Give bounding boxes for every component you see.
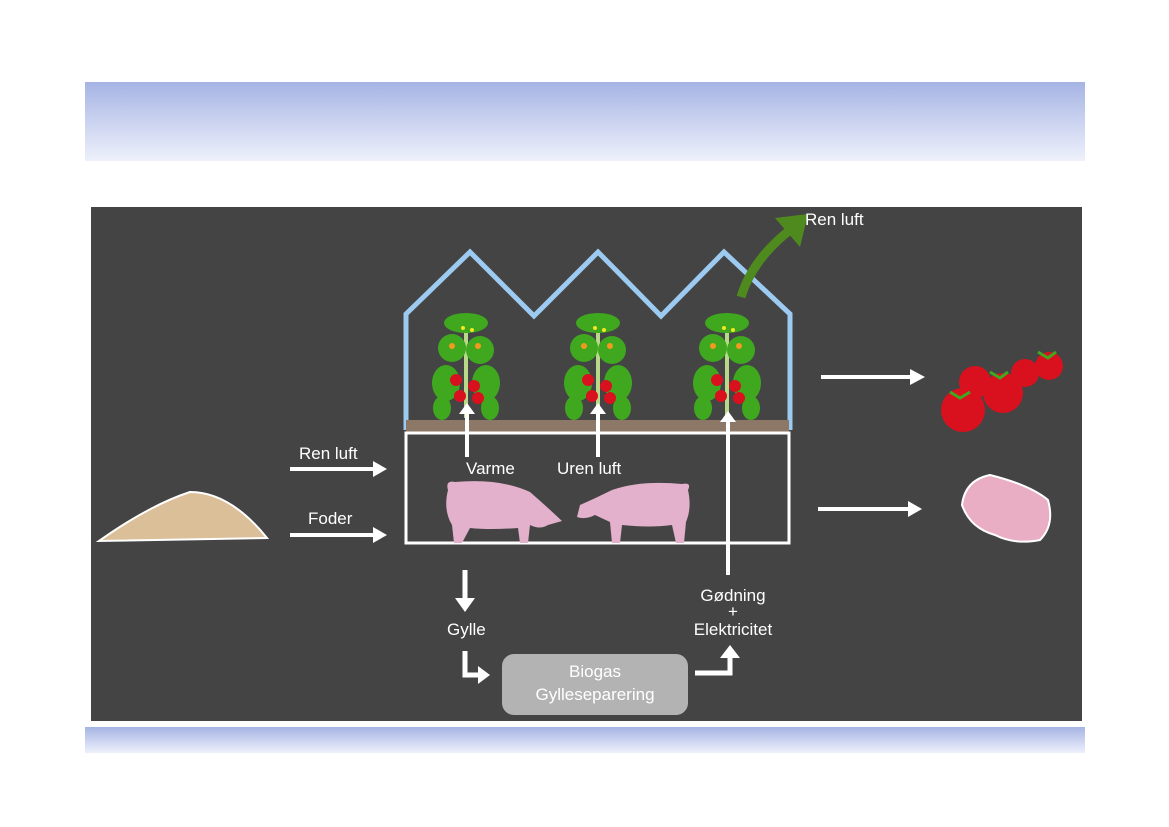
label-biogas: Biogas: [569, 662, 621, 681]
feed-arrow: [290, 527, 387, 543]
feed-pile-icon: [95, 490, 270, 543]
label-uren-luft: Uren luft: [557, 459, 622, 478]
greenhouse-frame: [403, 248, 793, 430]
meat-output-arrow: [818, 501, 922, 517]
biogas-output-arrow: [695, 645, 740, 676]
label-gylle: Gylle: [447, 620, 486, 639]
manure-to-biogas-arrow: [462, 651, 490, 684]
tomatoes-icon: [941, 350, 1063, 432]
clean-air-in-arrow: [290, 461, 387, 477]
label-plus: +: [728, 602, 738, 621]
label-foder: Foder: [308, 509, 353, 528]
biogas-process-box: [502, 654, 688, 715]
clean-air-out-arrow: [736, 214, 808, 299]
label-godning: Gødning: [700, 586, 765, 605]
footer-band: [85, 727, 1085, 753]
label-ren-luft-out: Ren luft: [805, 210, 864, 229]
heat-arrow: [459, 403, 475, 457]
dirty-air-arrow: [590, 403, 606, 457]
pig-icon: [446, 481, 562, 543]
tomato-output-arrow: [821, 369, 925, 385]
label-varme: Varme: [466, 459, 515, 478]
dark-panel: [91, 207, 1082, 721]
label-gylleseparering: Gylleseparering: [535, 685, 654, 704]
header-band: [85, 82, 1085, 161]
fertilizer-arrow: [720, 411, 736, 575]
pig-icon: [577, 482, 690, 543]
label-ren-luft-in: Ren luft: [299, 444, 358, 463]
manure-down-arrow: [455, 570, 475, 612]
meat-icon: [960, 473, 1052, 543]
label-elektricitet: Elektricitet: [694, 620, 773, 639]
